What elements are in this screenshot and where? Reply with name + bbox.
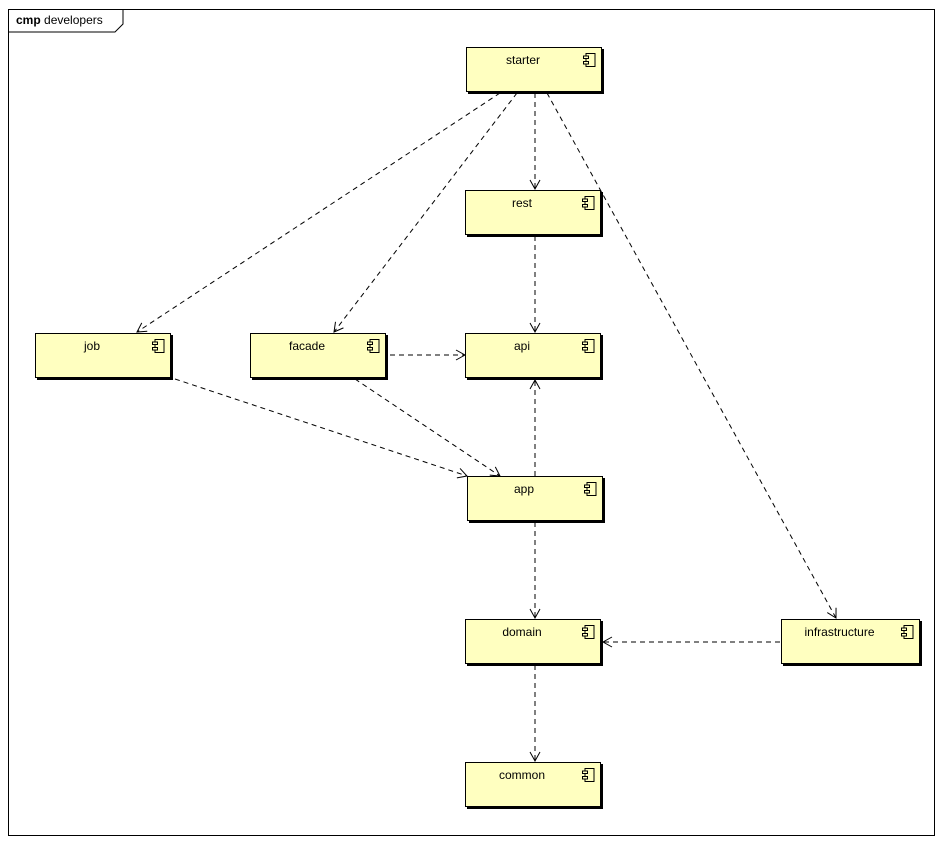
component-label: infrastructure xyxy=(804,625,875,639)
dependency-arrow-starter-to-job xyxy=(136,92,501,333)
component-icon xyxy=(582,768,595,782)
diagram-frame xyxy=(8,9,935,836)
component-domain[interactable]: domain xyxy=(465,619,601,664)
dependency-arrow-job-to-app xyxy=(174,378,468,479)
component-icon xyxy=(367,339,380,353)
component-icon xyxy=(582,196,595,210)
frame-tab-outline xyxy=(8,9,124,33)
frame-kind: cmp xyxy=(16,13,41,27)
component-label: rest xyxy=(511,196,532,210)
component-label: facade xyxy=(288,339,326,353)
component-label: common xyxy=(498,768,545,782)
component-infrastructure[interactable]: infrastructure xyxy=(781,619,920,664)
component-icon xyxy=(582,339,595,353)
dependency-arrow-facade-to-app xyxy=(354,378,501,477)
component-icon xyxy=(582,625,595,639)
component-label: domain xyxy=(502,625,542,639)
component-icon xyxy=(583,53,596,67)
component-label: api xyxy=(513,339,530,353)
dependency-arrow-starter-to-infrastructure xyxy=(546,92,837,619)
component-api[interactable]: api xyxy=(465,333,601,378)
component-label: app xyxy=(513,482,535,496)
frame-title: cmp developers xyxy=(16,13,103,27)
component-label: job xyxy=(83,339,100,353)
component-job[interactable]: job xyxy=(35,333,171,378)
component-app[interactable]: app xyxy=(467,476,603,521)
component-starter[interactable]: starter xyxy=(466,47,602,92)
component-common[interactable]: common xyxy=(465,762,601,807)
component-rest[interactable]: rest xyxy=(465,190,601,235)
component-icon xyxy=(584,482,597,496)
component-icon xyxy=(152,339,165,353)
component-icon xyxy=(901,625,914,639)
component-label: starter xyxy=(505,53,540,67)
frame-name: developers xyxy=(44,13,103,27)
component-facade[interactable]: facade xyxy=(250,333,386,378)
